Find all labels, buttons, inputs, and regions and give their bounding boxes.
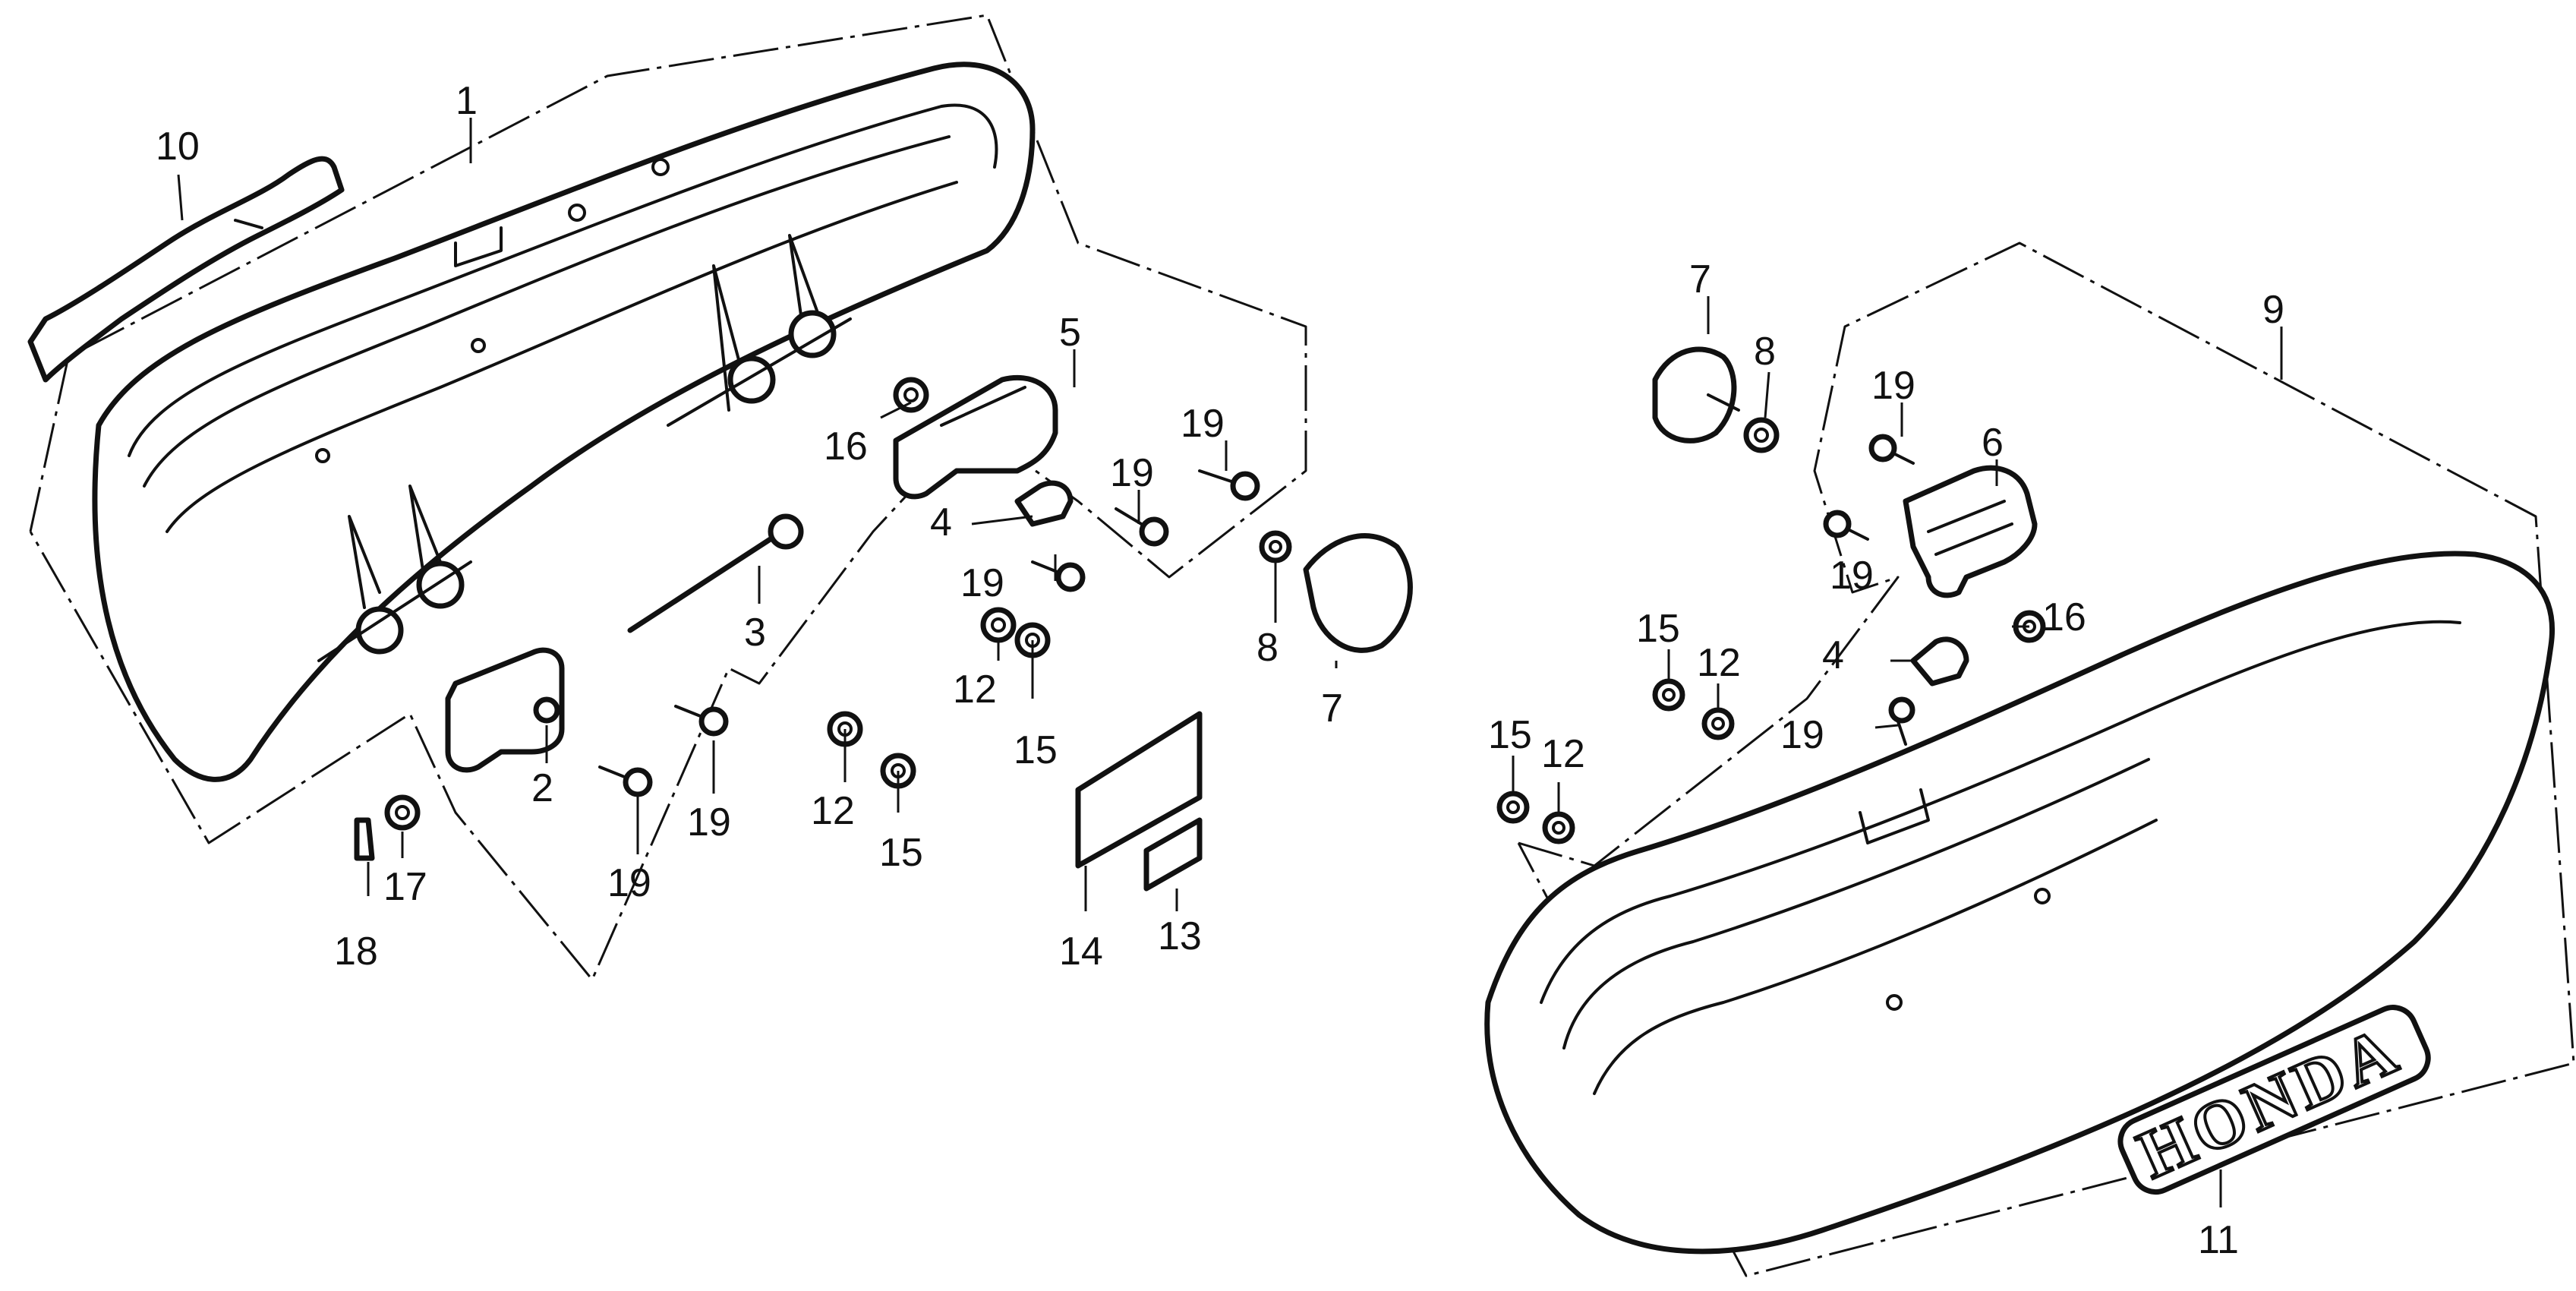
decal-14 bbox=[1075, 711, 1203, 869]
callout-19-d: 19 bbox=[687, 800, 731, 844]
hinge-part-6 bbox=[1903, 465, 2038, 598]
callout-11: 11 bbox=[2198, 1218, 2239, 1262]
callout-3: 3 bbox=[744, 611, 766, 655]
callout-18: 18 bbox=[334, 930, 378, 974]
callout-2: 2 bbox=[531, 766, 553, 810]
callout-8-right: 8 bbox=[1754, 330, 1776, 374]
hinge-part-5 bbox=[893, 374, 1058, 500]
callout-19-h: 19 bbox=[1780, 713, 1824, 757]
callout-5: 5 bbox=[1059, 311, 1081, 355]
case-shell-right bbox=[1484, 551, 2555, 1255]
latch-part-4-right bbox=[1910, 636, 1969, 687]
callout-12-d: 12 bbox=[1541, 732, 1585, 776]
callout-7-left: 7 bbox=[1321, 687, 1343, 731]
callout-13: 13 bbox=[1158, 914, 1202, 958]
callout-4-left: 4 bbox=[930, 500, 952, 544]
knob-7-right bbox=[1652, 346, 1737, 443]
callout-9: 9 bbox=[2262, 288, 2284, 332]
long-bolt bbox=[627, 513, 804, 633]
callout-labels: 1 10 2 3 4 5 16 19 19 19 19 19 12 15 12 … bbox=[156, 79, 2284, 1262]
right-group-outline bbox=[1517, 241, 2575, 1277]
leader-lines bbox=[177, 118, 2283, 1207]
callout-12-a: 12 bbox=[953, 668, 997, 712]
left-assembly bbox=[27, 14, 1413, 981]
callout-19-b: 19 bbox=[1110, 451, 1154, 495]
callout-4-right: 4 bbox=[1822, 633, 1844, 677]
callout-6: 6 bbox=[1982, 421, 2004, 465]
callout-19-c: 19 bbox=[960, 561, 1004, 605]
right-assembly: HONDA bbox=[1484, 241, 2575, 1277]
seal-strip bbox=[27, 156, 345, 383]
callout-7-right: 7 bbox=[1689, 257, 1711, 301]
callout-17: 17 bbox=[383, 865, 427, 909]
callout-8-left: 8 bbox=[1256, 626, 1279, 670]
callout-16-right: 16 bbox=[2042, 595, 2086, 639]
callout-1: 1 bbox=[456, 79, 478, 123]
callout-19-a: 19 bbox=[1181, 402, 1225, 446]
latch-part-4-left bbox=[1014, 480, 1074, 527]
callout-12-c: 12 bbox=[1697, 641, 1741, 685]
decal-13 bbox=[1143, 817, 1203, 892]
callout-16-left: 16 bbox=[824, 425, 868, 469]
callout-14: 14 bbox=[1059, 930, 1103, 974]
callout-15-a: 15 bbox=[1014, 728, 1058, 772]
callout-10: 10 bbox=[156, 125, 200, 169]
callout-19-f: 19 bbox=[1871, 364, 1915, 408]
callout-12-b: 12 bbox=[811, 789, 855, 833]
stud-group bbox=[317, 234, 852, 662]
callout-15-b: 15 bbox=[879, 831, 923, 875]
callout-15-c: 15 bbox=[1636, 607, 1680, 651]
case-shell-left bbox=[92, 62, 1036, 782]
callout-15-d: 15 bbox=[1488, 713, 1532, 757]
callout-19-e: 19 bbox=[607, 861, 651, 905]
callout-19-g: 19 bbox=[1830, 554, 1874, 598]
